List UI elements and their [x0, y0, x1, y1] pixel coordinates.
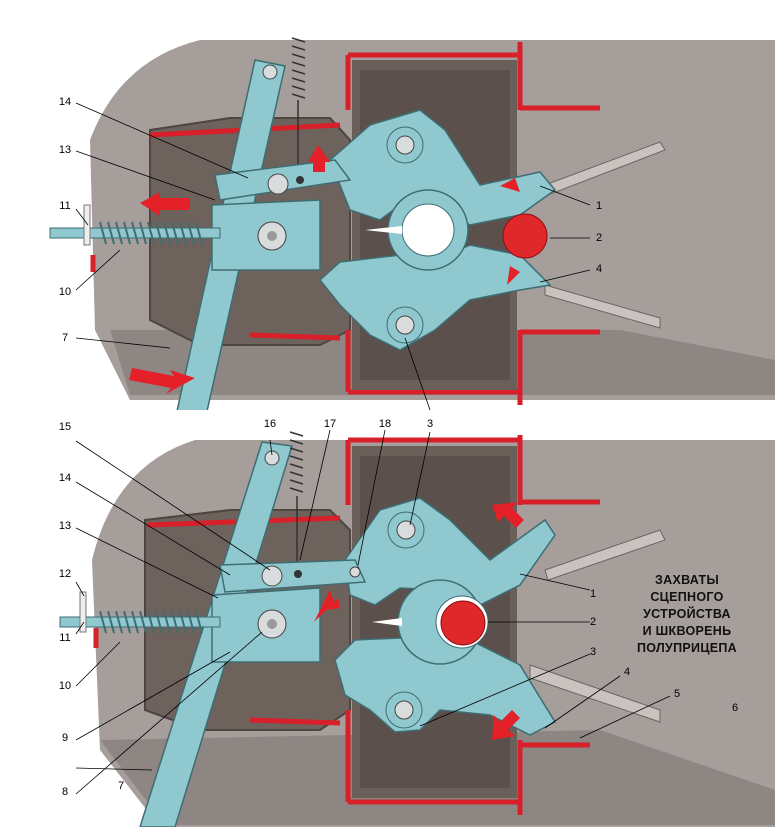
label-18: 18 [378, 418, 392, 430]
motion-arrows [314, 502, 524, 740]
caption-line-1: ЗАХВАТЫ [655, 573, 719, 587]
caption-line-4: И ШКВОРЕНЬ [642, 624, 732, 638]
leader-lines [75, 102, 591, 410]
upper-spring [291, 37, 306, 165]
label-2: 2 [589, 616, 597, 628]
label-9: 9 [61, 732, 69, 744]
top-drawing [49, 37, 775, 410]
arrow-jaw-up [492, 502, 524, 528]
label-14: 14 [58, 472, 72, 484]
arrow-jaw-down [492, 710, 520, 740]
label-8: 8 [61, 786, 69, 798]
upper-jaw [329, 109, 557, 226]
kingpin-seat [401, 203, 455, 257]
label-11: 11 [59, 632, 71, 644]
jaw-pivots [385, 511, 425, 729]
rod-spring [99, 221, 203, 245]
label-3-upper: 3 [426, 418, 434, 430]
jaw-pivots [386, 126, 424, 344]
label-10: 10 [58, 680, 72, 692]
bottom-panel-jaws-closed: 15 16 17 18 3 14 13 12 11 10 9 8 7 1 2 3… [0, 410, 780, 827]
label-2: 2 [595, 232, 603, 244]
guide-rail-lower [544, 284, 661, 329]
label-16: 16 [263, 418, 277, 430]
label-10: 10 [58, 286, 72, 298]
label-7: 7 [117, 780, 125, 792]
bottom-drawing [59, 429, 775, 827]
label-11: 11 [59, 200, 71, 212]
arrow-jaw-down [507, 266, 520, 285]
label-5: 5 [673, 688, 681, 700]
label-7: 7 [61, 332, 69, 344]
rod-spring [99, 610, 203, 634]
label-3-lower: 3 [589, 646, 597, 658]
label-13: 13 [58, 144, 72, 156]
label-4: 4 [623, 666, 631, 678]
kingpin [440, 600, 486, 646]
caption-line-5: ПОЛУПРИЦЕПА [636, 641, 738, 655]
arrow-jaw-up [500, 178, 520, 192]
guide-rail-upper [544, 529, 666, 581]
label-15: 15 [58, 421, 72, 433]
caption-line-3: УСТРОЙСТВА [643, 607, 731, 621]
latch-bar [219, 559, 367, 593]
arrow-lever-right [129, 368, 195, 394]
label-1: 1 [595, 200, 603, 212]
top-panel-jaws-open: 14 13 11 10 7 1 2 4 [0, 0, 780, 410]
motion-arrows [129, 145, 520, 394]
label-17: 17 [323, 418, 337, 430]
label-1: 1 [589, 588, 597, 600]
arrow-slider-up [308, 145, 330, 172]
kingpin [502, 213, 548, 259]
figure-caption: ЗАХВАТЫ СЦЕПНОГО УСТРОЙСТВА И ШКВОРЕНЬ П… [612, 572, 762, 657]
caption-line-2: СЦЕПНОГО [650, 590, 724, 604]
label-12: 12 [58, 568, 72, 580]
label-6: 6 [731, 702, 739, 714]
label-13: 13 [58, 520, 72, 532]
label-14: 14 [58, 96, 72, 108]
red-frame-beams [90, 42, 600, 405]
label-4: 4 [595, 263, 603, 275]
arrow-latch-down [314, 590, 340, 622]
pull-rod [59, 616, 221, 628]
leader-lines [75, 429, 671, 795]
arrow-rod-left [140, 192, 190, 216]
